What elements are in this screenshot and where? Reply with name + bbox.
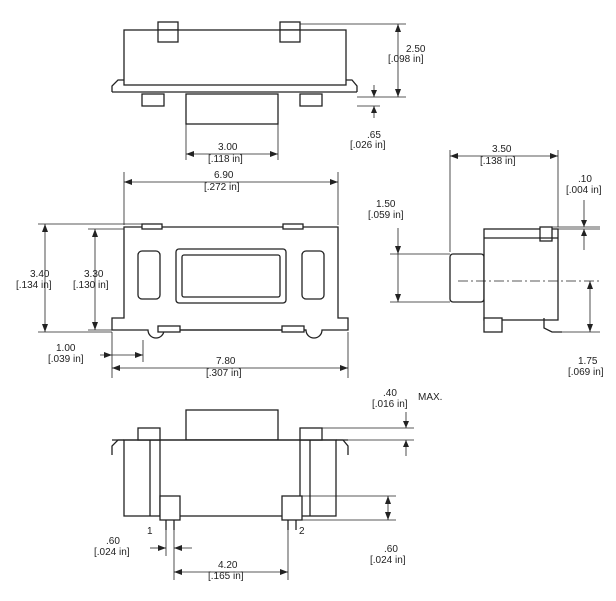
dim-gap-suffix: MAX. bbox=[418, 392, 442, 403]
dim-pin-standoff-mm: .60 bbox=[384, 544, 398, 555]
dim-overall-width-in: [.307 in] bbox=[206, 368, 242, 379]
pin2-label: 2 bbox=[299, 526, 305, 537]
side-actuator bbox=[449, 253, 485, 303]
dim-depth-mm: 3.50 bbox=[492, 144, 512, 155]
top-right-pin bbox=[299, 93, 323, 107]
side-top-clip bbox=[539, 226, 553, 242]
dim-lead-offset-mm: 1.00 bbox=[56, 343, 76, 354]
front-right-slot bbox=[301, 250, 325, 300]
dim-top-height-in: [.098 in] bbox=[388, 54, 424, 65]
top-left-clip-inner bbox=[157, 29, 179, 43]
side-view: 3.50 [.138 in] .10 [.004 in] 1.50 [.059 … bbox=[368, 144, 604, 378]
front-right-foot bbox=[281, 325, 305, 333]
dim-actuator-height-in: [.059 in] bbox=[368, 210, 404, 221]
side-lead bbox=[543, 318, 562, 333]
dim-lead-height-in: [.069 in] bbox=[568, 367, 604, 378]
dim-lead-in: [.026 in] bbox=[350, 140, 386, 151]
dim-gap-in: [.016 in] bbox=[372, 399, 408, 410]
dim-overall-width-mm: 7.80 bbox=[216, 356, 236, 367]
front-left-clip bbox=[141, 223, 163, 230]
front-right-clip bbox=[282, 223, 304, 230]
bottom-right-clip bbox=[299, 427, 323, 441]
dim-pin-pitch-in: [.165 in] bbox=[208, 571, 244, 582]
side-foot bbox=[483, 317, 503, 333]
front-left-foot bbox=[157, 325, 181, 333]
bottom-view: 1 2 .40 [.016 in] MAX. .60 [.024 in] .60… bbox=[94, 388, 442, 582]
dim-lead-height-mm: 1.75 bbox=[578, 356, 598, 367]
dim-body-height-mm: 3.30 bbox=[84, 269, 104, 280]
side-body bbox=[483, 228, 559, 321]
pin1-label: 1 bbox=[147, 526, 153, 537]
dim-pin-pitch-mm: 4.20 bbox=[218, 560, 238, 571]
dim-body-width-in: [.272 in] bbox=[204, 182, 240, 193]
dim-actuator-mm: 3.00 bbox=[218, 142, 238, 153]
top-body bbox=[123, 29, 347, 86]
top-left-pin bbox=[141, 93, 165, 107]
dim-actuator-height-mm: 1.50 bbox=[376, 199, 396, 210]
dim-pin-width-mm: .60 bbox=[106, 536, 120, 547]
front-view: 6.90 [.272 in] 3.40 [.134 in] 3.30 [.130… bbox=[16, 170, 349, 379]
bottom-actuator bbox=[185, 409, 279, 441]
bottom-left-lead bbox=[111, 439, 124, 455]
dim-clearance-mm: .10 bbox=[578, 174, 592, 185]
top-right-clip-inner bbox=[279, 29, 301, 43]
dim-pin-standoff-in: [.024 in] bbox=[370, 555, 406, 566]
bottom-left-clip bbox=[137, 427, 161, 441]
front-actuator-inner bbox=[181, 254, 281, 298]
top-view: 2.50 [.098 in] .65 [.026 in] 3.00 [.118 … bbox=[111, 21, 426, 165]
top-left-lead bbox=[111, 79, 124, 92]
dim-depth-in: [.138 in] bbox=[480, 156, 516, 167]
dim-lead-mm: .65 bbox=[367, 130, 381, 141]
bottom-right-lead bbox=[336, 439, 349, 455]
dim-body-width-mm: 6.90 bbox=[214, 170, 234, 181]
front-left-slot bbox=[137, 250, 161, 300]
bottom-body bbox=[123, 439, 337, 517]
pin-1 bbox=[159, 495, 181, 521]
dim-gap-mm: .40 bbox=[383, 388, 397, 399]
dim-body-height-in: [.130 in] bbox=[73, 280, 109, 291]
dim-total-height-mm: 3.40 bbox=[30, 269, 50, 280]
dim-actuator-in: [.118 in] bbox=[208, 154, 243, 165]
top-actuator bbox=[185, 93, 279, 125]
pin-2 bbox=[281, 495, 303, 521]
dim-clearance-in: [.004 in] bbox=[566, 185, 602, 196]
top-right-lead bbox=[346, 79, 358, 92]
dim-lead-offset-in: [.039 in] bbox=[48, 354, 84, 365]
dim-total-height-in: [.134 in] bbox=[16, 280, 52, 291]
dim-top-height-mm: 2.50 bbox=[406, 44, 426, 55]
dim-pin-width-in: [.024 in] bbox=[94, 547, 130, 558]
